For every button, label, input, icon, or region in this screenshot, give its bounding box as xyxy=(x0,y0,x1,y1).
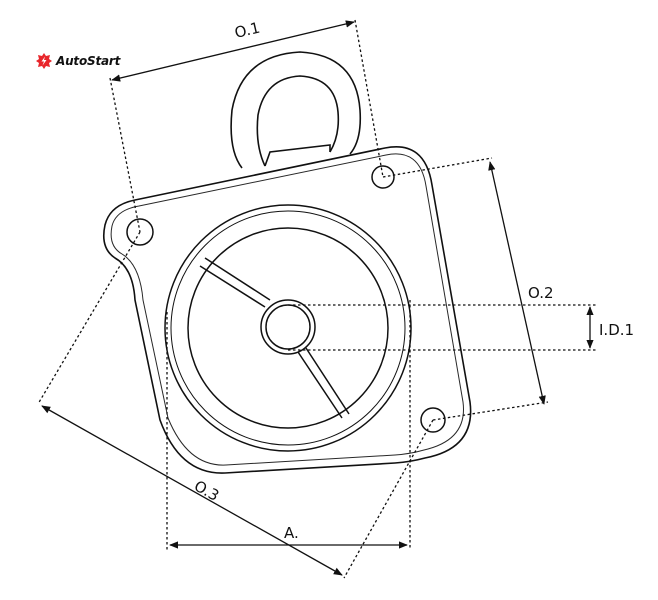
dimension-o1 xyxy=(109,19,384,233)
mounting-hole-top-right xyxy=(371,165,395,189)
dimension-a-label: A. xyxy=(284,524,299,542)
autostart-logo-icon xyxy=(36,53,52,69)
lifting-eye xyxy=(230,51,362,169)
cutaway-segment xyxy=(199,257,350,419)
dimension-o3 xyxy=(37,231,434,579)
dimension-o2 xyxy=(382,157,549,421)
dimension-o1-label: O.1 xyxy=(233,19,262,42)
mounting-hole-bottom-right xyxy=(420,407,446,433)
dimension-id1 xyxy=(288,304,596,351)
autostart-logo-text: AutoStart xyxy=(56,54,121,68)
flange-outline xyxy=(102,146,472,474)
autostart-logo: AutoStart xyxy=(35,52,120,70)
dimension-o2-label: O.2 xyxy=(528,284,554,302)
pilot-circles xyxy=(164,204,412,452)
dimension-id1-label: I.D.1 xyxy=(599,321,634,339)
dimension-o3-label: O.3 xyxy=(191,477,222,505)
shaft-bore xyxy=(260,299,316,355)
dimension-a xyxy=(166,300,411,550)
mounting-hole-left xyxy=(126,218,154,246)
